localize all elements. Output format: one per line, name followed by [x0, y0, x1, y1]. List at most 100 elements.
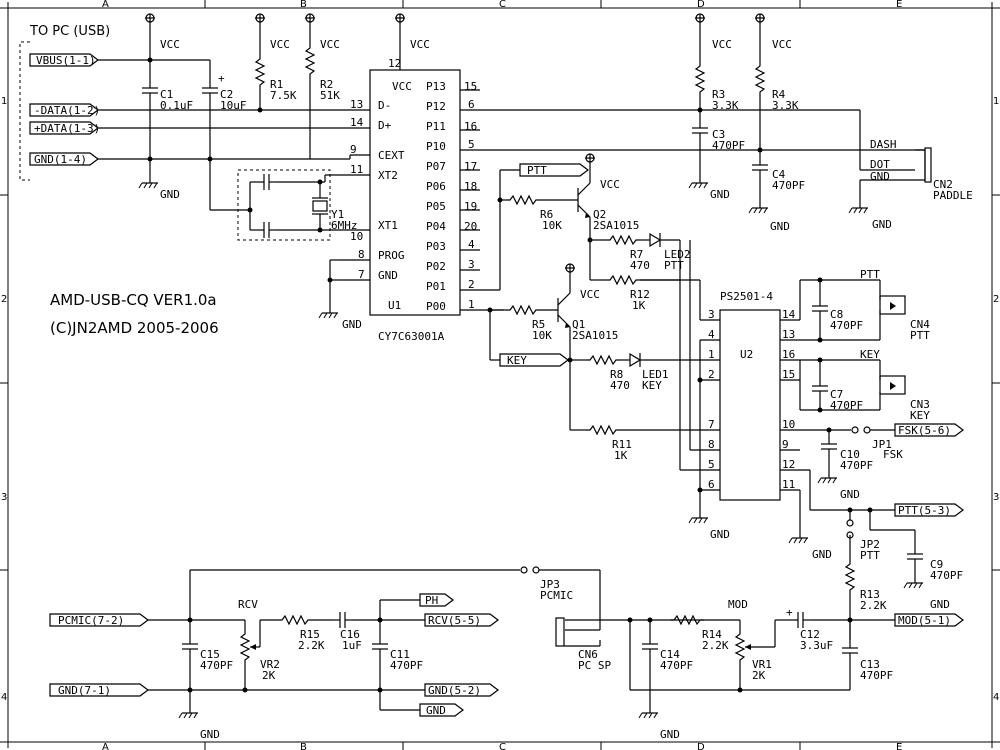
r7-ref: R7: [630, 248, 643, 261]
gnd-label: GND: [200, 728, 220, 741]
col-label-b-top: B: [300, 0, 307, 10]
r2-ref: R2: [320, 78, 333, 91]
resistor-icon: [255, 54, 265, 90]
cn2-pin-dash: DASH: [870, 138, 897, 151]
u1-pin-dminus-name: D-: [378, 99, 391, 112]
u2-pin-1: 1: [708, 348, 715, 361]
jp1-name: FSK: [883, 448, 903, 461]
capacitor-icon: [255, 173, 278, 191]
cn2-pin-dot: DOT: [870, 158, 890, 171]
gnd-label: GND: [342, 318, 362, 331]
q2-part: 2SA1015: [593, 219, 639, 232]
c9-value: 470PF: [930, 569, 963, 582]
ground-icon: [788, 529, 809, 544]
vr1-value: 2K: [752, 669, 766, 682]
u1-pin-19-num: 19: [464, 200, 477, 213]
resistor-icon: [505, 305, 541, 315]
ground-icon: [178, 704, 199, 719]
resistor-icon: [505, 195, 541, 205]
c11-value: 470PF: [390, 659, 423, 672]
vcc-icon: [694, 13, 706, 31]
c13-value: 470PF: [860, 669, 893, 682]
potentiometer-icon: [240, 629, 256, 665]
crystal-icon: [312, 197, 328, 215]
u1-body: [369, 69, 461, 316]
svg-text:PTT: PTT: [527, 164, 547, 177]
u1-pin-p03-name: P03: [426, 240, 446, 253]
r6-value: 10K: [542, 219, 562, 232]
gnd-label: GND: [872, 218, 892, 231]
vcc-label: VCC: [270, 38, 290, 51]
usb-bracket: [19, 41, 30, 181]
cn2-ref: CN2: [933, 178, 953, 191]
u2-pin-13: 13: [782, 328, 795, 341]
vcc-icon: [754, 13, 766, 31]
u2-pin-8: 8: [708, 438, 715, 451]
capacitor-icon: [141, 79, 159, 102]
ground-icon: [903, 574, 924, 589]
c14-value: 470PF: [660, 659, 693, 672]
u2-pin-7: 7: [708, 418, 715, 431]
resistor-icon: [305, 43, 315, 79]
usb-header: TO PC (USB): [29, 24, 110, 39]
col-label-a-bottom: A: [102, 742, 109, 750]
r2-value: 51K: [320, 89, 340, 102]
u2-part: PS2501-4: [720, 290, 773, 303]
c12-ref: C12: [800, 628, 820, 641]
u2-pin-6: 6: [708, 478, 715, 491]
led2-name: PTT: [664, 259, 684, 272]
u1-pin-15-num: 15: [464, 80, 477, 93]
jp1-jumper-icon: [851, 426, 871, 434]
r6-ref: R6: [540, 208, 553, 221]
vr2-value: 2K: [262, 669, 276, 682]
r1-ref: R1: [270, 78, 283, 91]
ground-icon: [688, 174, 709, 189]
u2-pin-5: 5: [708, 458, 715, 471]
resistor-icon: [277, 615, 313, 625]
r8-value: 470: [610, 379, 630, 392]
col-label-e-bottom: E: [896, 742, 902, 750]
cn6-jack-icon: [555, 617, 601, 647]
capacitor-icon: [331, 611, 354, 629]
r3-value: 3.3K: [712, 99, 739, 112]
gnd-label: GND: [710, 528, 730, 541]
port-fsk: FSK(5-6): [894, 423, 964, 437]
r5-value: 10K: [532, 329, 552, 342]
vcc-label: VCC: [160, 38, 180, 51]
vcc-icon: [564, 263, 576, 281]
cn4-jack-icon: [879, 295, 906, 315]
row-label-4-left: 4: [1, 692, 7, 703]
capacitor-icon: [201, 79, 219, 102]
svg-text:RCV(5-5): RCV(5-5): [428, 614, 481, 627]
u1-pin-12-num: 12: [388, 57, 401, 70]
u1-pin-2-num: 2: [468, 278, 475, 291]
capacitor-icon: [811, 377, 829, 400]
c11-ref: C11: [390, 648, 410, 661]
r11-value: 1K: [614, 449, 628, 462]
c3-ref: C3: [712, 128, 725, 141]
ground-icon: [848, 199, 869, 214]
u2-pin-12: 12: [782, 458, 795, 471]
vcc-icon: [304, 13, 316, 31]
svg-text:KEY: KEY: [507, 354, 527, 367]
u1-pin-9-num: 9: [350, 143, 357, 156]
cn3-ref: CN3: [910, 398, 930, 411]
cn2-pin-gnd: GND: [870, 170, 890, 183]
ground-icon: [817, 469, 838, 484]
led-icon: [649, 232, 662, 248]
u1-pin-p10-name: P10: [426, 140, 446, 153]
vcc-label: VCC: [580, 288, 600, 301]
u1-pin-cext-name: CEXT: [378, 149, 405, 162]
port-gnd71: GND(7-1): [49, 683, 149, 697]
u1-pin-dplus-name: D+: [378, 119, 392, 132]
c9-ref: C9: [930, 558, 943, 571]
capacitor-icon: [820, 435, 838, 458]
capacitor-icon: [906, 545, 924, 568]
potentiometer-icon: [735, 629, 751, 665]
resistor-icon: [605, 235, 641, 245]
vcc-icon: [584, 153, 596, 171]
resistor-icon: [845, 559, 855, 595]
col-label-e-top: E: [896, 0, 902, 10]
